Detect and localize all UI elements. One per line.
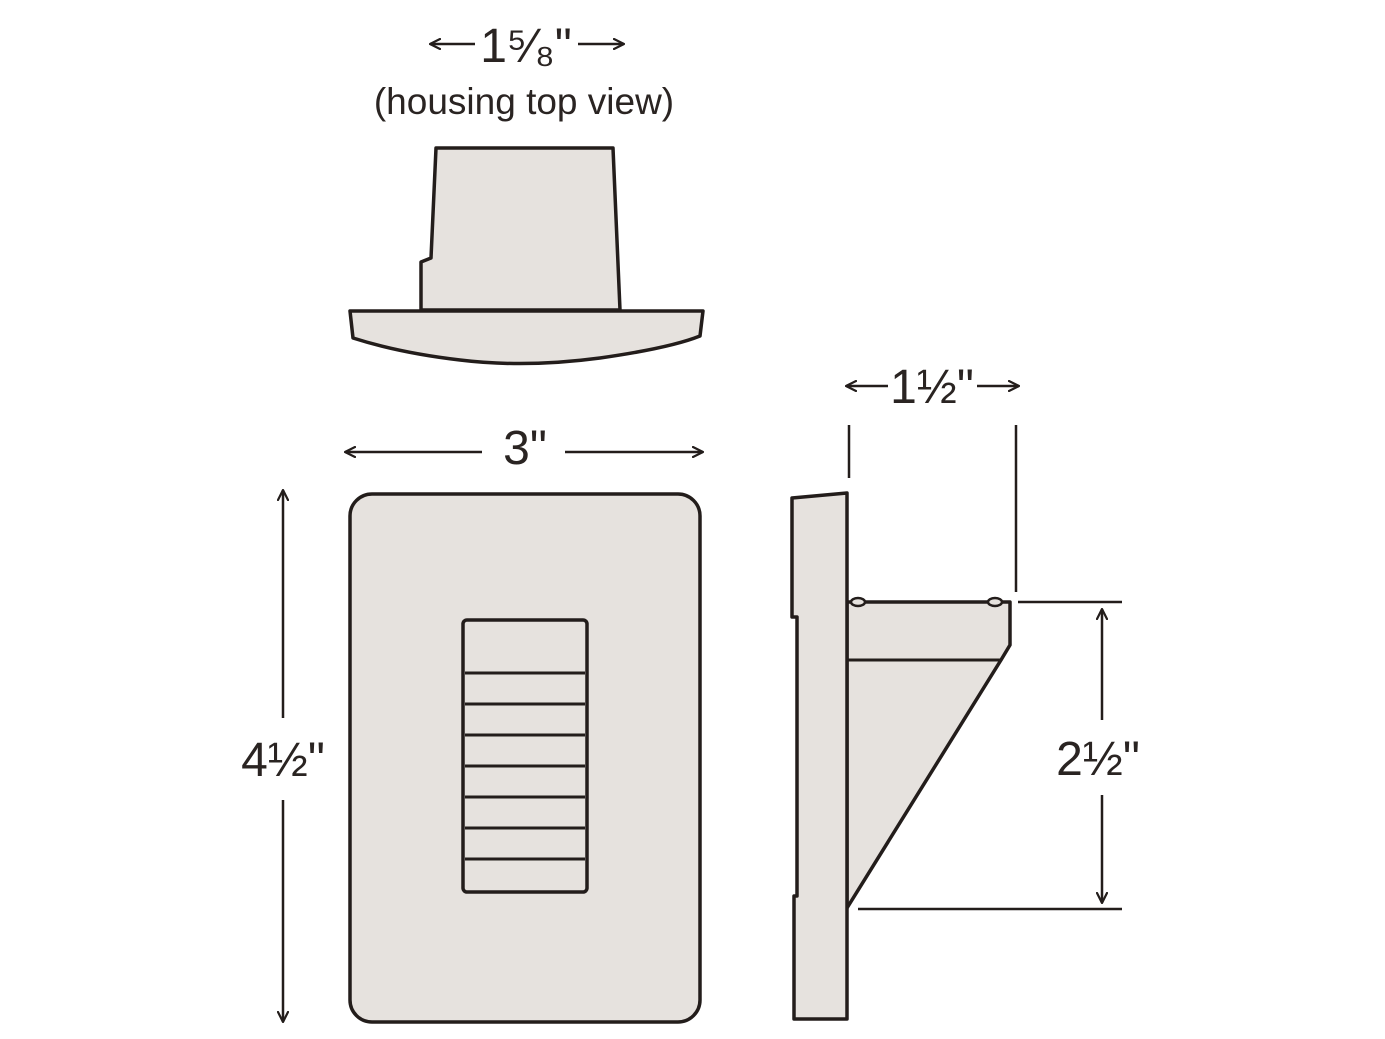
side-depth-dimension: 1½" <box>846 361 1019 592</box>
top-width-dimension: 1⁵⁄₈" <box>430 20 624 73</box>
housing-flange <box>348 309 705 366</box>
louver-slats <box>465 671 585 861</box>
housing-body <box>419 146 622 312</box>
front-height-label: 4½" <box>241 734 325 787</box>
side-hood-bump-left <box>849 596 867 608</box>
side-hood-bump-right <box>986 596 1004 608</box>
housing-top-view <box>348 146 705 366</box>
side-height-label: 2½" <box>1056 733 1140 786</box>
louver-window <box>461 618 589 894</box>
faceplate-front-view <box>348 492 702 1024</box>
fixture-side-view <box>790 491 1012 1021</box>
side-height-dimension: 2½" <box>858 600 1140 911</box>
front-width-dimension: 3" <box>345 422 703 475</box>
top-width-label: 1⁵⁄₈" <box>480 20 572 73</box>
front-height-dimension: 4½" <box>241 490 325 1022</box>
front-width-label: 3" <box>503 422 547 475</box>
side-depth-label: 1½" <box>890 361 974 414</box>
side-faceplate <box>790 491 849 1021</box>
housing-top-view-caption: (housing top view) <box>374 81 674 122</box>
side-hood <box>845 600 1012 910</box>
